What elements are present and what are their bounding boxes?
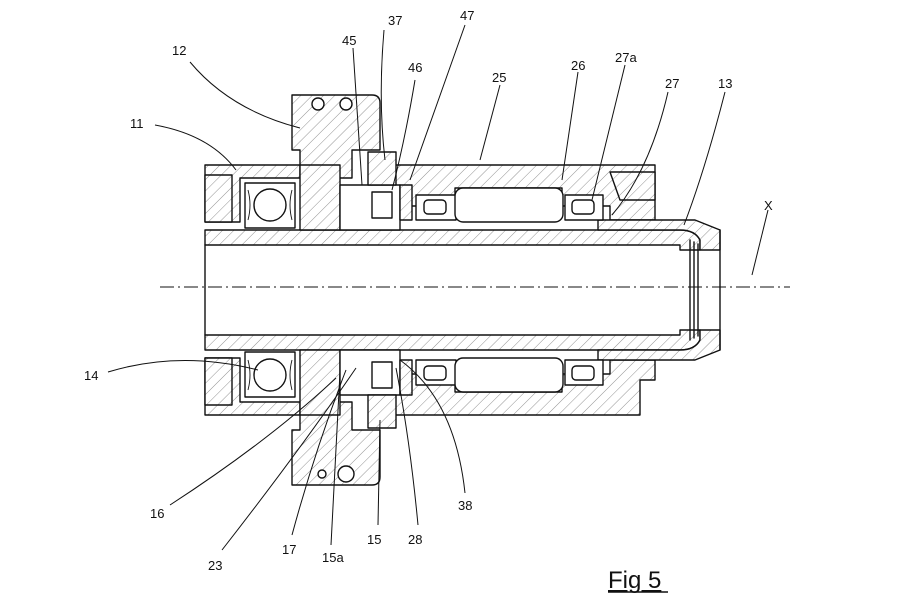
label-25: 25 — [492, 70, 506, 85]
label-17: 17 — [282, 542, 296, 557]
label-13: 13 — [718, 76, 732, 91]
ball-bearing-14-lower — [244, 351, 296, 398]
label-47: 47 — [460, 8, 474, 23]
shaft-upper — [204, 219, 721, 251]
needle-bearing-lower — [415, 357, 604, 393]
label-14: 14 — [84, 368, 98, 383]
leader-lines — [107, 24, 769, 551]
label-15a: 15a — [322, 550, 344, 565]
needle-bearing-upper — [415, 187, 604, 223]
label-16: 16 — [150, 506, 164, 521]
figure-caption: Fig 5 — [608, 567, 661, 594]
housing-upper — [204, 94, 381, 223]
label-38: 38 — [458, 498, 472, 513]
label-26: 26 — [571, 58, 585, 73]
coupling-ring-upper — [299, 151, 413, 231]
label-15: 15 — [367, 532, 381, 547]
label-11: 11 — [130, 116, 144, 131]
label-28: 28 — [408, 532, 422, 547]
label-27a: 27a — [615, 50, 637, 65]
label-23: 23 — [208, 558, 222, 573]
label-27: 27 — [665, 76, 679, 91]
ball-bearing-14-upper — [244, 182, 296, 229]
shaft-end-grooves — [689, 229, 721, 351]
label-45: 45 — [342, 33, 356, 48]
labels: 11 12 37 45 46 47 25 26 27a 27 13 X 14 1… — [84, 8, 773, 573]
label-12: 12 — [172, 43, 186, 58]
shaft-lower — [204, 329, 721, 361]
label-x: X — [764, 198, 773, 213]
label-37: 37 — [388, 13, 402, 28]
label-46: 46 — [408, 60, 422, 75]
